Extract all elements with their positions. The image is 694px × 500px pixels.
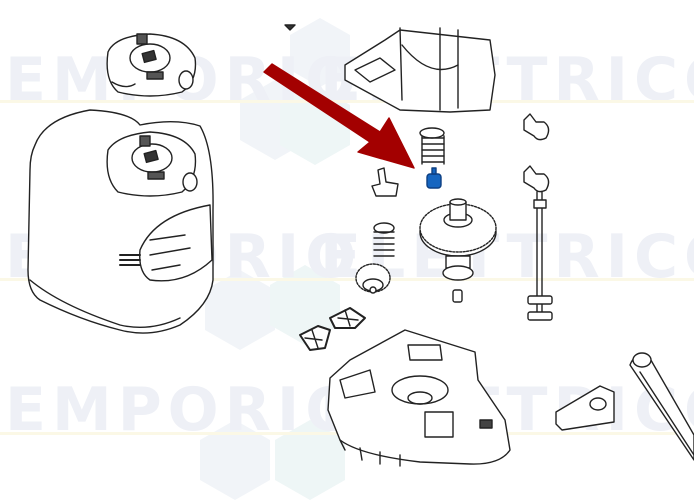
small-bracket-part [371, 167, 399, 197]
upper-frame-part [284, 24, 496, 113]
worm-screw-part [355, 222, 395, 294]
spring-part [419, 127, 445, 165]
highlighted-bushing-part [426, 167, 442, 189]
watermark-underline [0, 100, 694, 103]
watermark-underline [0, 278, 694, 281]
lever-arm-part [629, 352, 694, 461]
indicator-arrow [263, 63, 415, 169]
base-plate-part [327, 329, 511, 467]
main-gear-part [419, 198, 497, 303]
stop-block-part [555, 385, 615, 431]
release-key-part [523, 113, 550, 193]
cover-knob-part [106, 33, 197, 97]
motor-housing-cover-part [27, 109, 214, 334]
mounting-clips-part [299, 307, 366, 351]
release-rod-part [527, 191, 553, 321]
